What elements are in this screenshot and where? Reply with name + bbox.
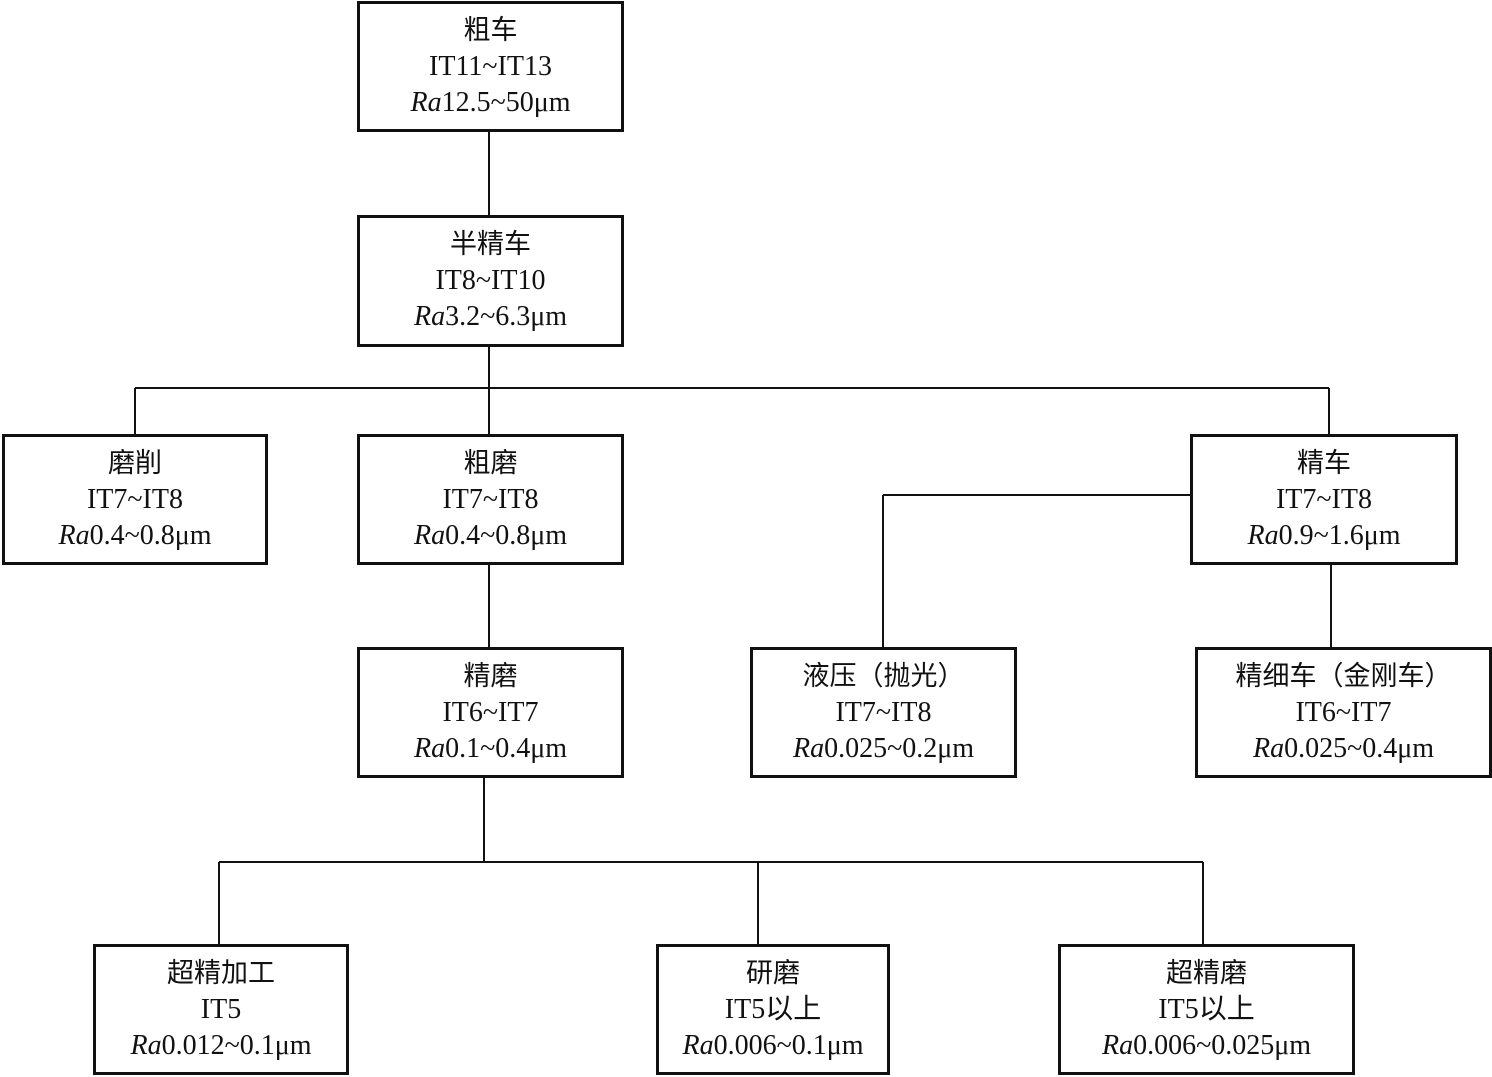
node-super-grinding: 超精磨 IT5以上 Ra0.006~0.025μm	[1058, 944, 1355, 1075]
node-roughness: Ra12.5~50μm	[410, 85, 570, 121]
node-name: 超精磨	[1166, 957, 1247, 989]
node-super-finishing: 超精加工 IT5 Ra0.012~0.1μm	[93, 944, 349, 1075]
ra-symbol: Ra	[413, 301, 446, 332]
ra-symbol: Ra	[1252, 732, 1285, 764]
ra-value: 0.4~0.8μm	[89, 519, 212, 551]
node-tolerance: IT5	[200, 993, 242, 1025]
ra-symbol: Ra	[682, 1029, 714, 1061]
node-tolerance: IT5以上	[1158, 993, 1255, 1025]
node-tolerance: IT7~IT8	[86, 483, 183, 515]
node-roughness: Ra0.1~0.4μm	[414, 731, 567, 767]
node-name: 半精车	[450, 229, 531, 260]
ra-symbol: Ra	[130, 1029, 162, 1061]
ra-value: 0.025~0.2μm	[824, 732, 975, 764]
node-roughness: Ra0.4~0.8μm	[58, 518, 211, 554]
node-semi-finish-turning: 半精车 IT8~IT10 Ra3.2~6.3μm	[357, 215, 624, 347]
node-roughness: Ra0.006~0.025μm	[1102, 1028, 1311, 1064]
node-tolerance: IT7~IT8	[442, 483, 539, 515]
node-tolerance: IT6~IT7	[1295, 696, 1392, 728]
ra-symbol: Ra	[413, 732, 446, 764]
ra-symbol: Ra	[1101, 1029, 1134, 1061]
ra-symbol: Ra	[413, 519, 446, 551]
ra-value: 0.1~0.4μm	[445, 732, 568, 764]
ra-symbol: Ra	[58, 519, 90, 551]
node-name: 粗车	[463, 14, 518, 46]
node-tolerance: IT7~IT8	[835, 696, 932, 728]
node-name: 研磨	[746, 957, 800, 989]
node-roughness: Ra0.012~0.1μm	[130, 1028, 311, 1064]
node-roughness: Ra0.9~1.6μm	[1247, 518, 1400, 554]
node-tolerance: IT8~IT10	[435, 265, 546, 296]
node-finish-grinding: 精磨 IT6~IT7 Ra0.1~0.4μm	[357, 647, 624, 778]
node-roughness: Ra3.2~6.3μm	[414, 299, 567, 335]
ra-value: 3.2~6.3μm	[445, 301, 568, 332]
ra-value: 0.9~1.6μm	[1278, 519, 1401, 551]
node-name: 磨削	[108, 447, 162, 479]
node-fine-turning: 精细车（金刚车） IT6~IT7 Ra0.025~0.4μm	[1195, 647, 1492, 778]
node-lapping: 研磨 IT5以上 Ra0.006~0.1μm	[656, 944, 890, 1075]
ra-symbol: Ra	[1247, 519, 1279, 551]
ra-value: 0.4~0.8μm	[445, 519, 568, 551]
node-finish-turning: 精车 IT7~IT8 Ra0.9~1.6μm	[1190, 434, 1458, 565]
node-tolerance: IT7~IT8	[1275, 483, 1372, 515]
node-name: 精磨	[463, 660, 518, 692]
node-roughness: Ra0.025~0.4μm	[1253, 731, 1434, 767]
node-roughness: Ra0.025~0.2μm	[793, 731, 974, 767]
ra-value: 0.006~0.1μm	[713, 1029, 864, 1061]
node-rough-grinding: 粗磨 IT7~IT8 Ra0.4~0.8μm	[357, 434, 624, 565]
ra-value: 0.012~0.1μm	[161, 1029, 312, 1061]
node-name: 液压（抛光）	[802, 660, 965, 692]
ra-symbol: Ra	[792, 732, 825, 764]
node-hydraulic-polishing: 液压（抛光） IT7~IT8 Ra0.025~0.2μm	[750, 647, 1017, 778]
ra-value: 0.006~0.025μm	[1133, 1029, 1312, 1061]
node-name: 精细车（金刚车）	[1235, 660, 1452, 692]
node-name: 粗磨	[463, 447, 518, 479]
node-rough-turning: 粗车 IT11~IT13 Ra12.5~50μm	[357, 1, 624, 132]
node-name: 超精加工	[167, 957, 275, 989]
ra-value: 12.5~50μm	[441, 86, 571, 118]
ra-value: 0.025~0.4μm	[1284, 732, 1435, 764]
node-grinding: 磨削 IT7~IT8 Ra0.4~0.8μm	[2, 434, 268, 565]
node-roughness: Ra0.006~0.1μm	[682, 1028, 863, 1064]
node-roughness: Ra0.4~0.8μm	[414, 518, 567, 554]
node-name: 精车	[1297, 447, 1351, 479]
node-tolerance: IT6~IT7	[442, 696, 539, 728]
node-tolerance: IT5以上	[724, 993, 822, 1025]
ra-symbol: Ra	[410, 86, 442, 118]
node-tolerance: IT11~IT13	[429, 50, 552, 82]
